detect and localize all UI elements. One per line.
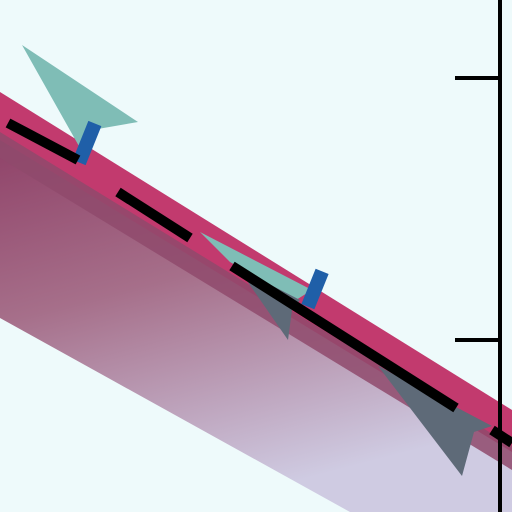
post-marker-2 xyxy=(301,268,329,310)
dash-segment-3 xyxy=(229,261,459,413)
post-marker-1 xyxy=(72,120,102,166)
dash-segment-1 xyxy=(5,118,81,165)
dash-segment-2 xyxy=(115,187,193,243)
slope-inner-band xyxy=(0,132,512,470)
fin-marker-2 xyxy=(200,232,312,300)
fin-marker-1 xyxy=(22,45,138,148)
dash-segment-4 xyxy=(489,425,512,448)
fin-shadow-2 xyxy=(238,268,300,340)
fin-marker-3 xyxy=(378,366,492,476)
